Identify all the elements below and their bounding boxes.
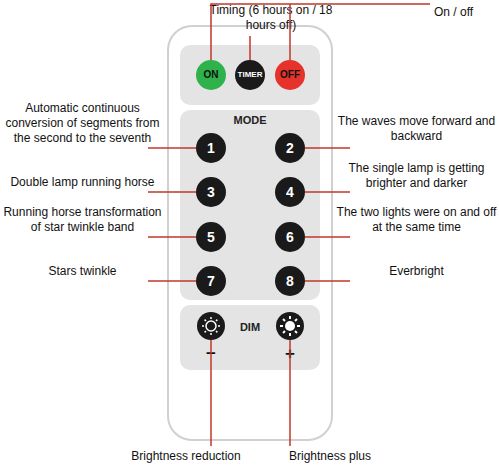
panel-title: MODE [180, 114, 320, 126]
mode-button: 1 [196, 133, 226, 163]
leader-line [148, 236, 196, 238]
mode-button: 4 [275, 177, 305, 207]
callout-text: Running horse transformation of star twi… [0, 205, 165, 235]
leader-line [289, 340, 291, 446]
button-disc [276, 312, 304, 340]
callout-text: Stars twinkle [0, 264, 165, 279]
callout-text: Automatic continuous conversion of segme… [0, 101, 165, 146]
panel-title: DIM [225, 321, 275, 333]
sun-symbol [206, 321, 216, 331]
sun-symbol [285, 321, 295, 331]
callout-text: Brightness plus [262, 449, 398, 464]
leader-line [148, 280, 196, 282]
dim-down-button [197, 312, 225, 340]
callout-text: On / off [434, 5, 499, 20]
button-label: 4 [286, 185, 294, 199]
callout-text: Everbright [334, 264, 499, 279]
leader-line [148, 147, 196, 149]
callout-text: The waves move forward and backward [334, 114, 499, 144]
timer-button: TIMER [235, 60, 265, 90]
leader-line [305, 236, 350, 238]
mode-button: 5 [196, 222, 226, 252]
mode-button: 3 [196, 177, 226, 207]
power-panel [180, 45, 320, 105]
leader-line [249, 36, 251, 60]
button-label: 3 [207, 185, 215, 199]
leader-line [148, 191, 196, 193]
dim-panel: DIM− + [180, 305, 320, 370]
callout-text: Timing (6 hours on / 18 hours off) [196, 3, 346, 33]
leader-line [305, 280, 350, 282]
leader-line [210, 340, 212, 446]
button-disc [197, 312, 225, 340]
callout-text: The single lamp is getting brighter and … [334, 161, 499, 191]
button-label: ON [204, 70, 219, 80]
leader-lines [148, 4, 430, 446]
button-label: TIMER [238, 71, 263, 79]
leader-line [305, 147, 350, 149]
button-label: 5 [207, 230, 215, 244]
power-off-button: OFF [275, 60, 305, 90]
button-label: 2 [286, 141, 294, 155]
mode-button: 8 [275, 266, 305, 296]
callout-text: Brightness reduction [118, 449, 254, 464]
sun-rays [202, 317, 220, 335]
leader-line [305, 191, 350, 193]
callout-text: The two lights were on and off at the sa… [334, 205, 499, 235]
power-on-button: ON [196, 60, 226, 90]
button-label: 7 [207, 274, 215, 288]
plus-sign: + [280, 345, 300, 364]
leader-line [289, 4, 291, 60]
mode-button: 2 [275, 133, 305, 163]
remote-body [168, 26, 332, 440]
minus-sign: − [201, 345, 221, 364]
button-label: 8 [286, 274, 294, 288]
mode-panel: MODE 1 2 3 4 5 6 7 8 [180, 110, 320, 300]
leader-line [211, 4, 430, 60]
mode-button: 6 [275, 222, 305, 252]
dim-up-button [276, 312, 304, 340]
button-label: 6 [286, 230, 294, 244]
button-label: OFF [280, 70, 300, 80]
sun-rays [280, 316, 300, 336]
button-label: 1 [207, 141, 215, 155]
mode-button: 7 [196, 266, 226, 296]
callout-text: Double lamp running horse [0, 175, 165, 190]
